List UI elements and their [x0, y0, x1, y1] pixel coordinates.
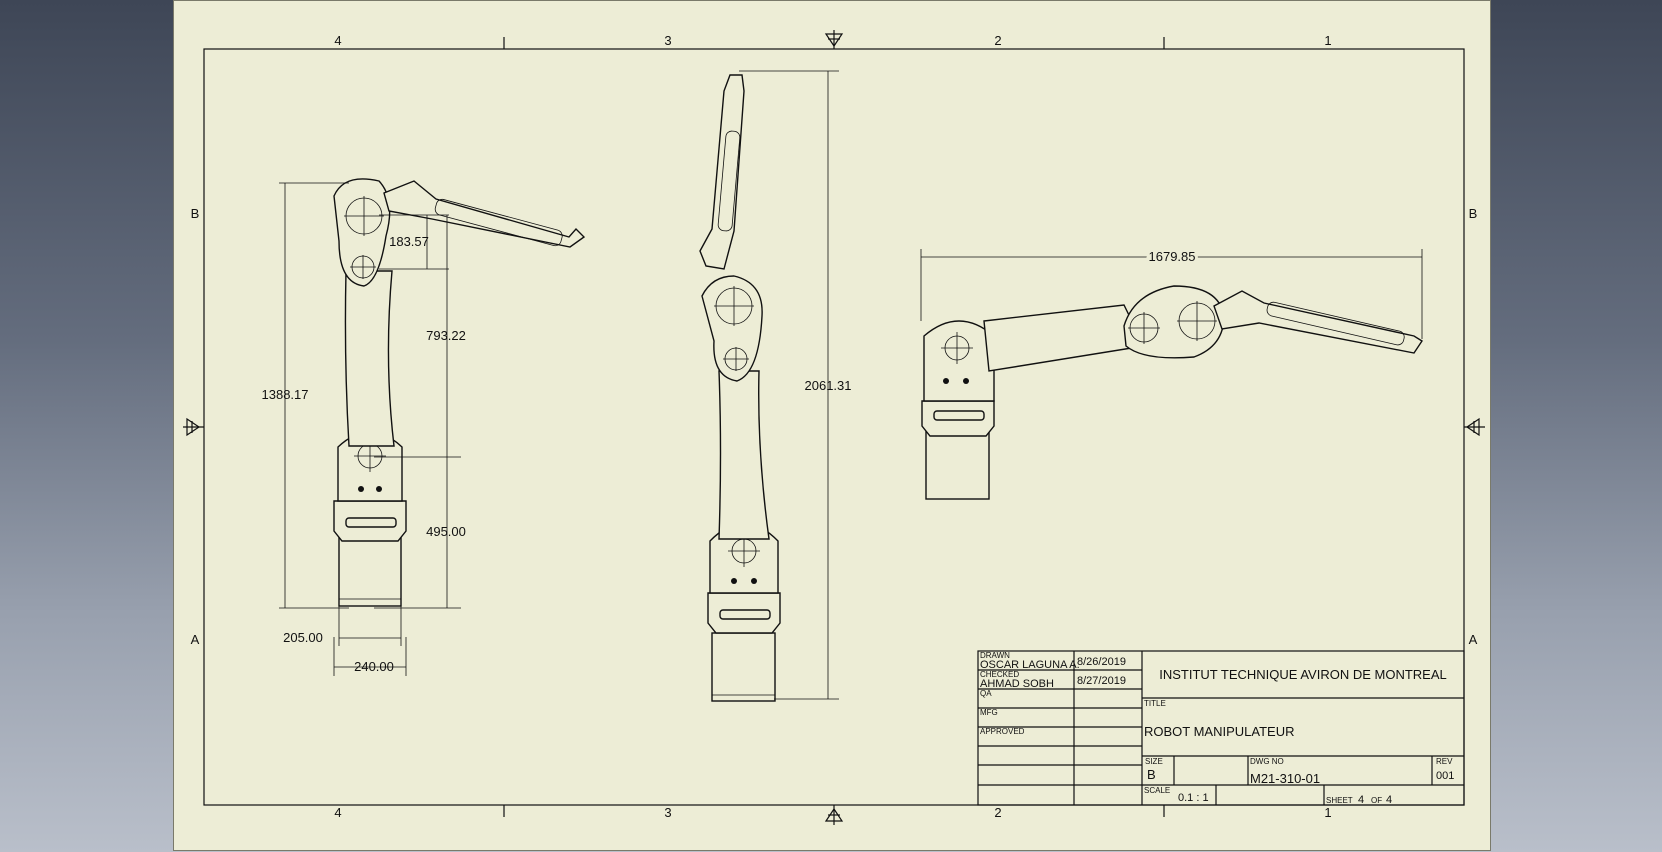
zone-col-3-top: 3 [664, 33, 671, 48]
tb-checked-name: AHMAD SOBH [980, 678, 1054, 690]
zone-col-2-top: 2 [994, 33, 1001, 48]
tb-title: ROBOT MANIPULATEUR [1144, 724, 1294, 739]
tb-dwg-no-label: DWG NO [1250, 757, 1284, 766]
zone-col-3-bottom: 3 [664, 805, 671, 820]
drawing-canvas: 4 3 2 1 4 3 2 1 B A B A [183, 30, 1485, 825]
centering-marks [183, 30, 1485, 825]
zone-col-4-top: 4 [334, 33, 341, 48]
dim-1388-17: 1388.17 [262, 387, 309, 402]
tb-mfg-label: MFG [980, 708, 998, 717]
front-view-robot [699, 70, 839, 702]
side-view-robot [279, 178, 586, 676]
tb-drawn-date: 8/26/2019 [1077, 656, 1126, 668]
tb-sheet-label: SHEET [1326, 796, 1353, 805]
zone-row-a-right: A [1469, 632, 1478, 647]
tb-scale: 0.1 : 1 [1178, 792, 1209, 804]
tb-company: INSTITUT TECHNIQUE AVIRON DE MONTREAL [1159, 667, 1446, 682]
dim-205-00: 205.00 [283, 630, 323, 645]
title-block [977, 650, 1465, 806]
dim-2061-31: 2061.31 [805, 378, 852, 393]
tb-drawn-name: OSCAR LAGUNA A. [980, 659, 1080, 671]
tb-qa-label: QA [980, 689, 992, 698]
zone-col-1-top: 1 [1324, 33, 1331, 48]
zone-row-b-right: B [1469, 206, 1478, 221]
zone-row-a-left: A [191, 632, 200, 647]
tb-checked-label: CHECKED [980, 670, 1019, 679]
zone-ticks [503, 37, 1165, 817]
dim-793-22: 793.22 [426, 328, 466, 343]
tb-title-label: TITLE [1144, 699, 1166, 708]
top-view-robot [920, 249, 1423, 500]
zone-col-1-bottom: 1 [1324, 805, 1331, 820]
tb-drawn-label: DRAWN [980, 651, 1010, 660]
tb-sheet-num: 4 [1358, 794, 1364, 806]
tb-size-label: SIZE [1145, 757, 1163, 766]
drawing-sheet: 4 3 2 1 4 3 2 1 B A B A [173, 0, 1491, 851]
tb-rev-label: REV [1436, 757, 1453, 766]
tb-rev: 001 [1436, 770, 1454, 782]
dim-495-00: 495.00 [426, 524, 466, 539]
tb-size: B [1147, 767, 1156, 782]
zone-row-b-left: B [191, 206, 200, 221]
tb-of-label: OF [1371, 796, 1382, 805]
dim-183-57: 183.57 [389, 234, 429, 249]
tb-dwg-no: M21-310-01 [1250, 771, 1320, 786]
tb-checked-date: 8/27/2019 [1077, 675, 1126, 687]
drawing-border [203, 48, 1465, 806]
zone-col-4-bottom: 4 [334, 805, 341, 820]
tb-scale-label: SCALE [1144, 786, 1170, 795]
tb-sheet-total: 4 [1386, 794, 1392, 806]
zone-col-2-bottom: 2 [994, 805, 1001, 820]
tb-approved-label: APPROVED [980, 727, 1025, 736]
dim-1679-85: 1679.85 [1149, 249, 1196, 264]
dim-240-00: 240.00 [354, 659, 394, 674]
